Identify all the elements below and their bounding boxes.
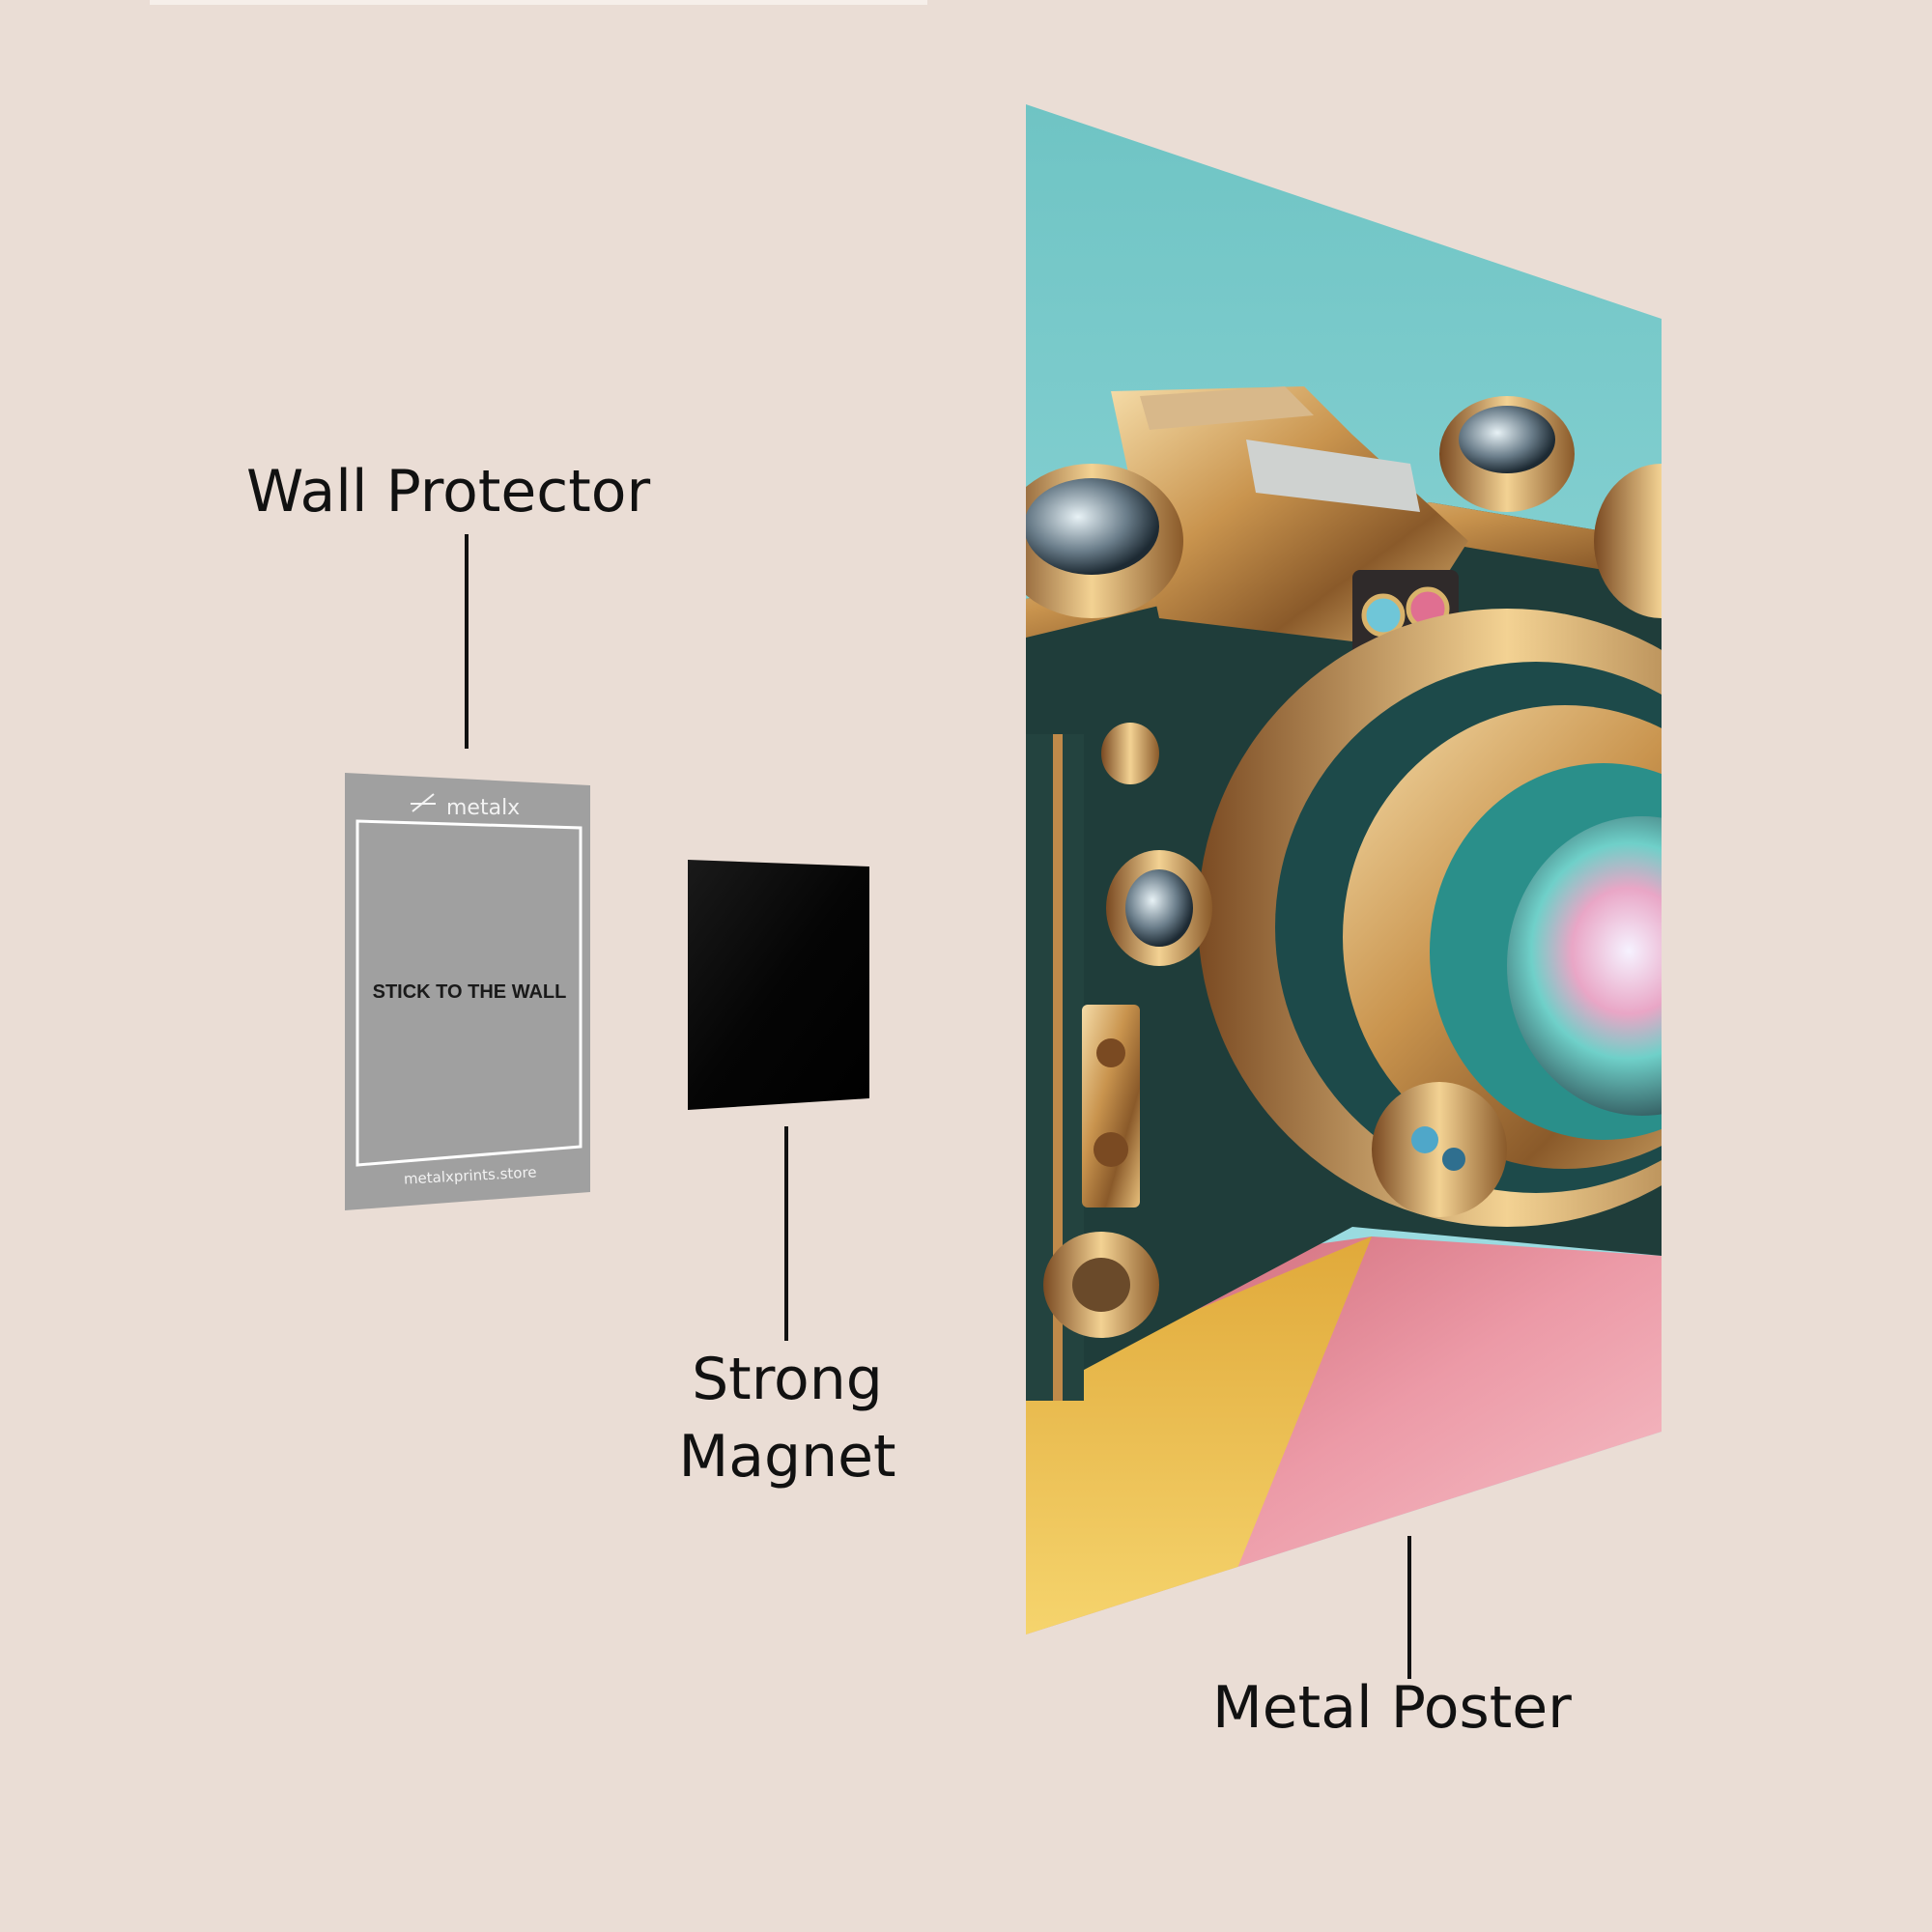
strong-magnet-label-line1: Strong <box>692 1346 883 1413</box>
strong-magnet-label: Strong Magnet <box>657 1341 918 1495</box>
metal-poster-label: Metal Poster <box>1212 1674 1572 1742</box>
wall-protector-leader-line <box>465 534 469 749</box>
top-divider <box>150 0 927 5</box>
metal-poster-leader-line <box>1407 1536 1411 1679</box>
protector-brand-text: metalx <box>446 796 520 820</box>
metal-poster <box>1026 104 1662 1634</box>
strong-magnet-leader-line <box>784 1126 788 1341</box>
metalx-logo-icon <box>411 793 436 812</box>
wall-protector-card: metalx STICK TO THE WALL metalxprints.st… <box>345 773 590 1210</box>
strong-magnet-plate <box>688 860 869 1110</box>
protector-instruction-text: STICK TO THE WALL <box>373 981 567 1003</box>
strong-magnet-label-line2: Magnet <box>678 1423 896 1491</box>
wall-protector-label: Wall Protector <box>246 458 651 526</box>
